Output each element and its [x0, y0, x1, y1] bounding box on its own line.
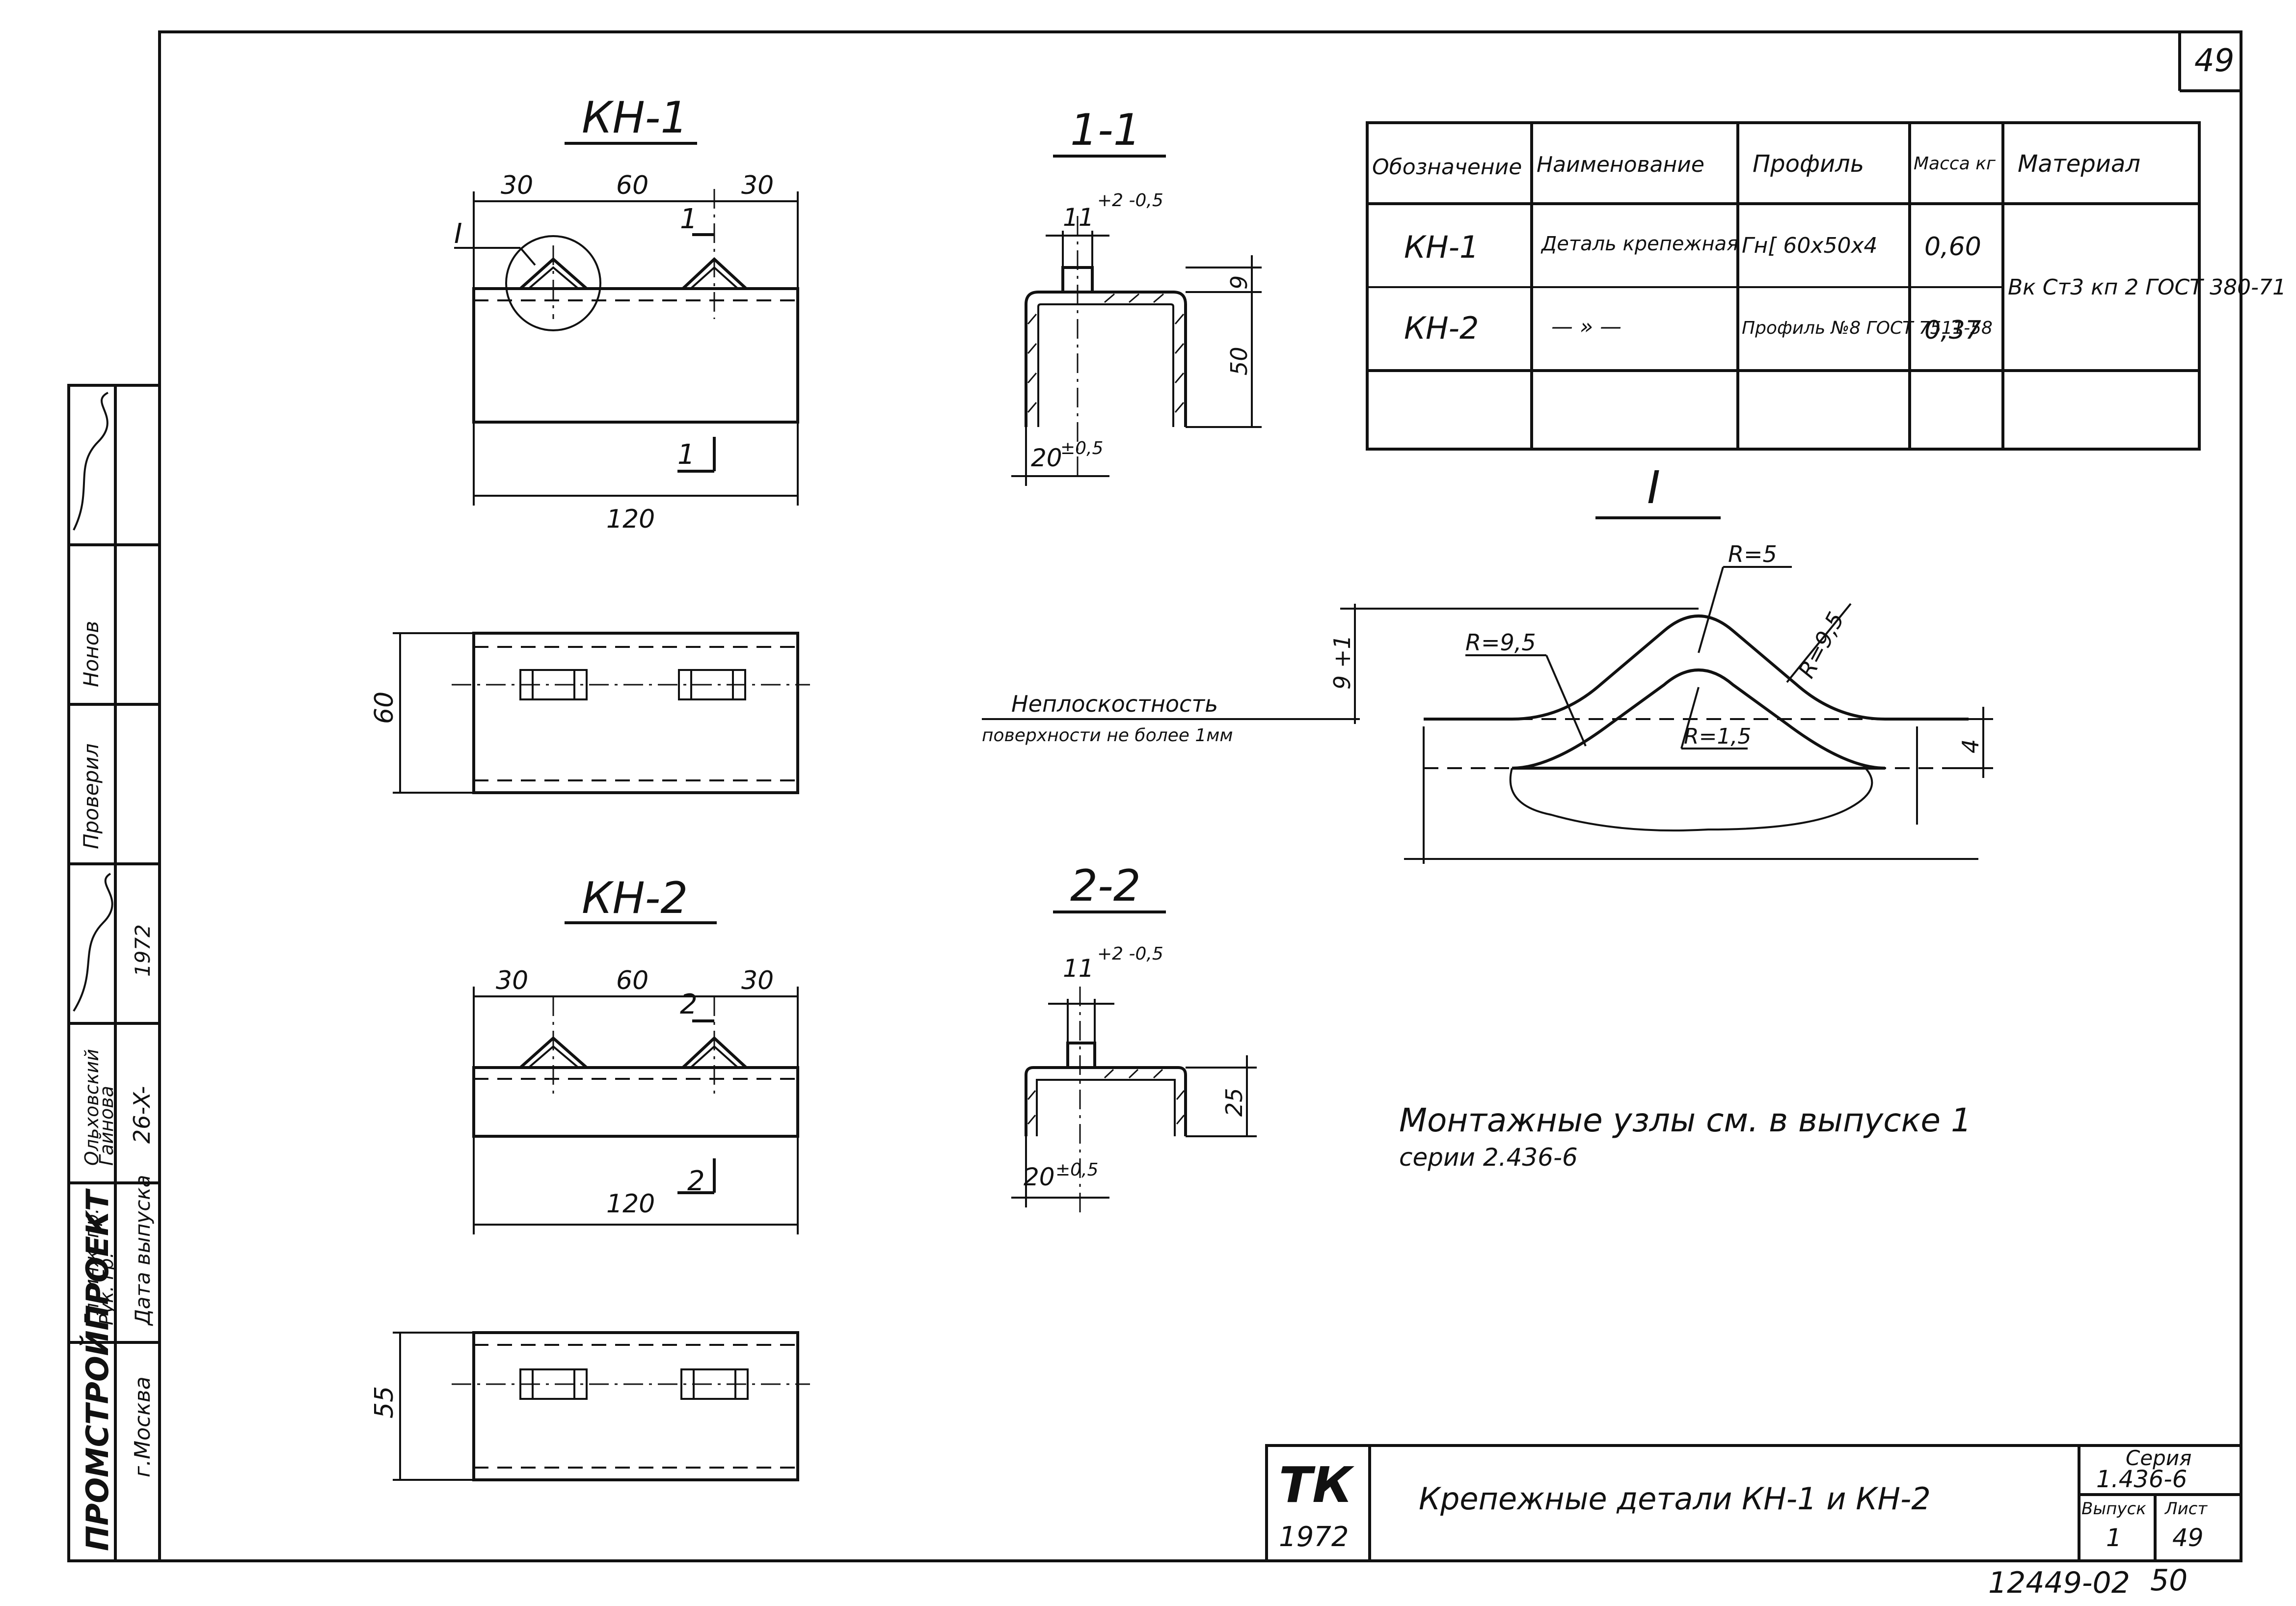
svg-text:60: 60 — [616, 966, 648, 995]
svg-text:R=9,5: R=9,5 — [1793, 608, 1849, 682]
signature-2 — [73, 873, 113, 1012]
stamp-date-code: 26-X- — [129, 1086, 155, 1144]
table-header: Масса кг — [1914, 154, 1996, 174]
flatness-note: Неплоскостность поверхности не более 1мм — [982, 691, 1360, 746]
table-cell: Гн[ 60x50x4 — [1742, 233, 1877, 258]
table-cell: КН-1 — [1404, 229, 1479, 265]
stamp-date-year: 1972 — [131, 924, 155, 977]
sheet-number-top: 49 — [2194, 43, 2234, 79]
tk-mark: ТК — [1279, 1456, 1354, 1514]
detail-title: I — [1647, 461, 1660, 514]
svg-text:R=9,5: R=9,5 — [1465, 629, 1536, 656]
table-cell: — » — — [1551, 314, 1621, 339]
table-cell: КН-2 — [1404, 310, 1479, 346]
table-cell-material: Вк Ст3 кп 2 ГОСТ 380-71 — [2008, 275, 2286, 300]
side-stamp: ПРОМСТРОЙПРОЕКТ г.Москва Гл. инж. пр. Ру… — [67, 384, 161, 1562]
svg-text:55: 55 — [370, 1386, 399, 1419]
svg-text:50: 50 — [1226, 347, 1252, 375]
svg-text:±0,5: ±0,5 — [1060, 438, 1103, 458]
flatness-note-1: Неплоскостность — [1011, 691, 1218, 717]
table-header: Наименование — [1537, 152, 1704, 177]
mounting-note-2: серии 2.436-6 — [1399, 1143, 1578, 1172]
svg-text:+2 -0,5: +2 -0,5 — [1097, 944, 1163, 964]
kn1-plan-view: 60 — [370, 632, 810, 794]
svg-text:30: 30 — [741, 966, 774, 995]
table-cell: 0,60 — [1924, 232, 1981, 262]
archive-number: 12449-02 — [1988, 1566, 2130, 1600]
detail-mark-I: I — [454, 218, 462, 250]
svg-text:30: 30 — [501, 171, 533, 200]
svg-text:1: 1 — [677, 439, 695, 471]
series-value: 1.436-6 — [2096, 1466, 2187, 1493]
detail-I: I 9 +1 4 R=5 R=9,5 R=9,5 R=1,5 — [1329, 461, 1993, 864]
sheet-label: Лист — [2164, 1499, 2208, 1519]
table-header: Профиль — [1753, 150, 1864, 178]
flatness-note-2: поверхности не более 1мм — [982, 725, 1233, 746]
svg-text:9: 9 — [1226, 275, 1252, 290]
table-header: Материал — [2018, 150, 2140, 178]
svg-text:2: 2 — [687, 1165, 705, 1197]
issue-value: 1 — [2106, 1524, 2122, 1552]
section-2-2: 2-2 11 +2 -0,5 25 20 ±0,5 — [1011, 860, 1257, 1212]
stamp-name-1: Ольховский — [81, 1049, 103, 1166]
tk-year: 1972 — [1279, 1521, 1349, 1553]
svg-text:60: 60 — [370, 692, 399, 724]
svg-text:120: 120 — [606, 505, 655, 534]
drawing-title: Крепежные детали КН-1 и КН-2 — [1419, 1481, 1931, 1517]
svg-text:20: 20 — [1024, 1163, 1055, 1191]
svg-text:R=5: R=5 — [1728, 541, 1777, 567]
svg-text:+2 -0,5: +2 -0,5 — [1097, 190, 1163, 211]
svg-text:11: 11 — [1063, 954, 1094, 983]
stamp-org: ПРОМСТРОЙПРОЕКТ — [80, 1188, 115, 1551]
stamp-date-label: Дата выпуска — [131, 1175, 155, 1326]
stamp-role-1: Гл. инж. пр. — [81, 1208, 103, 1325]
kn1-title: КН-1 — [582, 92, 688, 143]
svg-text:±0,5: ±0,5 — [1055, 1160, 1098, 1180]
section-1-1: 1-1 11 +2 -0,5 9 50 20 ±0,5 — [1011, 105, 1262, 486]
title-block: ТК 1972 Крепежные детали КН-1 и КН-2 Сер… — [1265, 1444, 2242, 1562]
specification-table: Обозначение Наименование Профиль Масса к… — [1366, 121, 2286, 451]
stamp-name-2: Гайнова — [96, 1086, 117, 1166]
svg-text:120: 120 — [606, 1189, 655, 1219]
svg-text:2: 2 — [680, 989, 698, 1020]
svg-text:9 +1: 9 +1 — [1329, 635, 1355, 690]
svg-text:20: 20 — [1031, 444, 1062, 472]
table-cell: Деталь крепежная — [1540, 233, 1738, 255]
svg-text:30: 30 — [496, 966, 528, 995]
kn2-title: КН-2 — [582, 873, 688, 923]
stamp-city: г.Москва — [130, 1376, 155, 1477]
stamp-role-2: Рук. гр. — [96, 1252, 117, 1325]
svg-text:R=1,5: R=1,5 — [1684, 724, 1751, 749]
section-1-title: 1-1 — [1070, 105, 1141, 155]
section-2-title: 2-2 — [1070, 860, 1141, 911]
svg-text:1: 1 — [680, 203, 698, 235]
issue-label: Выпуск — [2081, 1499, 2146, 1519]
kn2-plan-view: 55 — [370, 1331, 810, 1481]
table-cell: 0,37 — [1924, 316, 1981, 345]
archive-page: 50 — [2150, 1563, 2188, 1598]
table-cell: Профиль №8 ГОСТ 7511-58 — [1742, 318, 1993, 338]
stamp-checked: Проверил — [79, 744, 103, 849]
svg-text:11: 11 — [1063, 203, 1094, 232]
sheet-value: 49 — [2172, 1524, 2204, 1552]
mounting-note-1: Монтажные узлы см. в выпуске 1 — [1399, 1101, 1972, 1139]
kn1-front-view: КН-1 30 60 30 I 1 120 1 — [454, 92, 799, 534]
svg-text:25: 25 — [1221, 1088, 1247, 1117]
series-label: Серия — [2126, 1446, 2191, 1470]
table-header: Обозначение — [1372, 155, 1522, 180]
signature-1 — [73, 392, 108, 531]
svg-text:60: 60 — [616, 171, 648, 200]
stamp-checked-name: Нонов — [79, 621, 103, 687]
svg-text:4: 4 — [1957, 739, 1984, 753]
svg-text:30: 30 — [741, 171, 774, 200]
kn2-front-view: КН-2 30 60 30 2 120 2 — [472, 873, 799, 1234]
